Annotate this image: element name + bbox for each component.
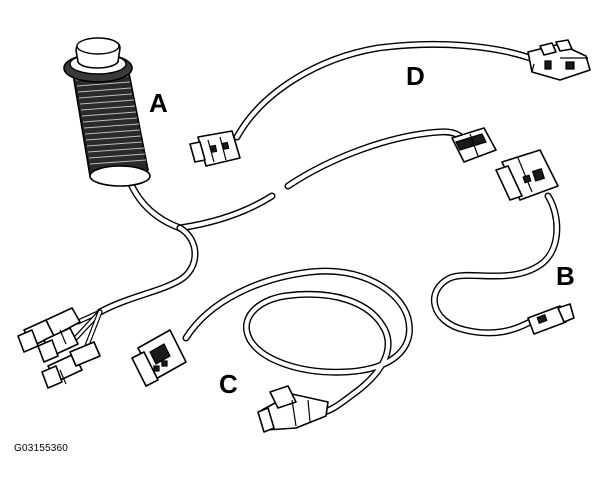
harness-b-plug	[527, 303, 575, 335]
callout-a: A	[149, 88, 168, 118]
harness-b-wire	[430, 192, 561, 337]
callout-d: D	[406, 61, 425, 91]
harness-c-wire	[182, 267, 413, 416]
switch-assembly-a	[63, 37, 184, 232]
harness-middle-connector	[451, 127, 497, 163]
harness-a-branch-wire	[71, 224, 199, 351]
harness-c-right-connector	[257, 385, 329, 433]
harness-b-connector	[495, 149, 559, 201]
harness-trunk-wire	[176, 128, 466, 232]
harness-d-left-connector	[189, 130, 241, 167]
figure-id-label: G03155360	[14, 443, 69, 454]
switch-a-terminal-plugs	[17, 307, 101, 389]
harness-d-wire	[233, 40, 534, 141]
callout-b: B	[556, 261, 575, 291]
callout-c: C	[219, 369, 238, 399]
harness-c-left-connector	[131, 329, 187, 387]
harness-d-right-connector	[527, 39, 591, 81]
